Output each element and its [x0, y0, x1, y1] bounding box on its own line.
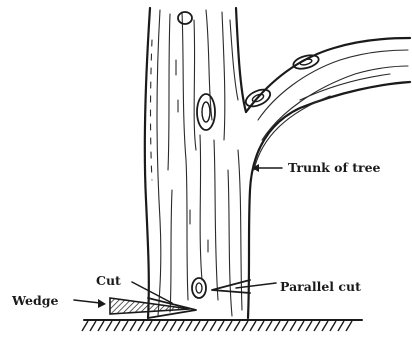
- ground-hatch-mark: [314, 321, 320, 331]
- ground-hatch-mark: [290, 321, 296, 331]
- ground-hatch-mark: [186, 321, 192, 331]
- ground-hatch-mark: [98, 321, 104, 331]
- ground-hatch-mark: [306, 321, 312, 331]
- ground-hatch-mark: [242, 321, 248, 331]
- ground-hatch-mark: [146, 321, 152, 331]
- ground-hatch-mark: [330, 321, 336, 331]
- ground-hatch-mark: [122, 321, 128, 331]
- ground-hatch-mark: [218, 321, 224, 331]
- ground-hatch-mark: [210, 321, 216, 331]
- ground-hatch-mark: [90, 321, 96, 331]
- ground-hatch-mark: [114, 321, 120, 331]
- ground: [82, 320, 362, 331]
- ground-hatch-mark: [82, 321, 88, 331]
- ground-hatch-mark: [154, 321, 160, 331]
- ground-hatch-mark: [234, 321, 240, 331]
- ground-hatch-mark: [250, 321, 256, 331]
- ground-hatch-mark: [322, 321, 328, 331]
- ground-hatch-mark: [106, 321, 112, 331]
- ground-hatch-mark: [202, 321, 208, 331]
- ground-hatch-mark: [282, 321, 288, 331]
- ground-hatch-mark: [266, 321, 272, 331]
- ground-hatch-mark: [274, 321, 280, 331]
- ground-hatch-mark: [338, 321, 344, 331]
- ground-hatch-mark: [138, 321, 144, 331]
- ground-hatch-mark: [298, 321, 304, 331]
- ground-hatch-mark: [194, 321, 200, 331]
- ground-hatch-mark: [346, 321, 352, 331]
- ground-hatch-mark: [130, 321, 136, 331]
- ground-hatch-mark: [178, 321, 184, 331]
- cut-label: Cut: [96, 273, 121, 288]
- ground-hatch-mark: [226, 321, 232, 331]
- ground-hatch-mark: [170, 321, 176, 331]
- wedge-label: Wedge: [11, 293, 58, 308]
- trunk-label: Trunk of tree: [288, 160, 381, 175]
- parallel-cut-label: Parallel cut: [280, 279, 361, 294]
- ground-hatch-mark: [258, 321, 264, 331]
- ground-hatch-mark: [162, 321, 168, 331]
